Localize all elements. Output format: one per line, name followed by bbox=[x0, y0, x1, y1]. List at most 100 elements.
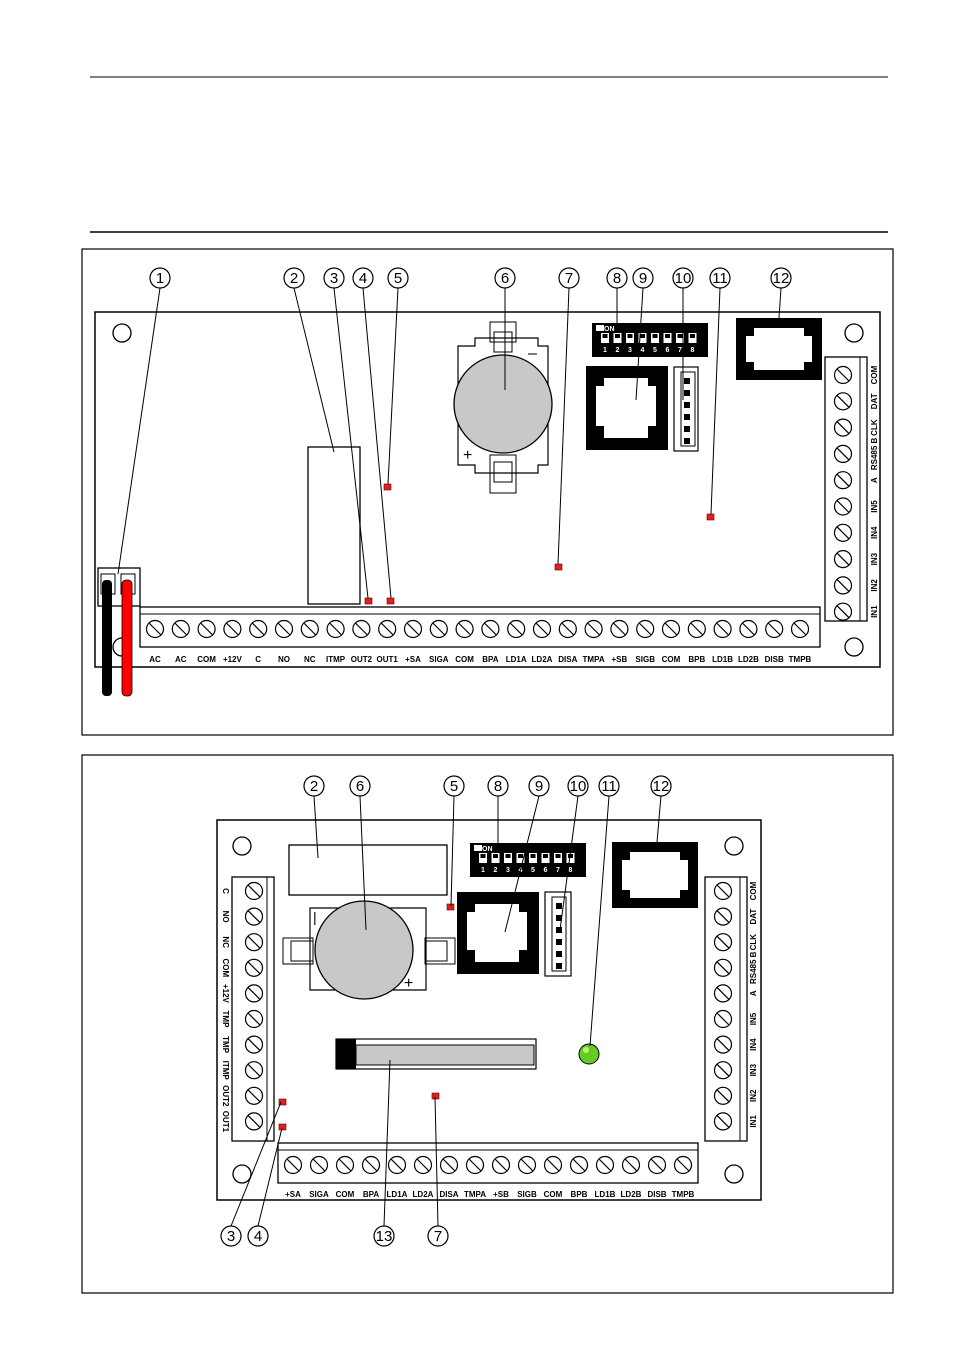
d2-callout-leader bbox=[589, 795, 610, 1047]
d1-terminal-screw bbox=[790, 619, 810, 639]
d1-callout-leader bbox=[387, 287, 399, 485]
header-pin bbox=[684, 414, 690, 420]
d1-terminal-screw-slot bbox=[483, 622, 497, 636]
d2-callout: 7 bbox=[427, 1096, 449, 1247]
d2-right-terminal-block bbox=[704, 876, 748, 1142]
d1-terminal-screw bbox=[378, 619, 397, 639]
d2-callout-number: 6 bbox=[356, 778, 364, 795]
d1-wire-red bbox=[121, 579, 133, 697]
d1-terminal-screw-slot bbox=[793, 622, 807, 636]
d1-terminal-screw-slot bbox=[509, 622, 523, 636]
d2-terminal-screw bbox=[569, 1155, 589, 1175]
d1-terminal-screw bbox=[833, 497, 853, 516]
d2-terminal-label: A bbox=[749, 990, 758, 996]
d1-battery bbox=[453, 354, 553, 454]
d2-bottom-terminal-block bbox=[277, 1142, 699, 1184]
d2-terminal-label: IN2 bbox=[749, 1089, 758, 1102]
d1-terminal-screw-slot bbox=[836, 368, 850, 382]
d1-terminal-screw bbox=[833, 392, 853, 411]
d2-terminal-label: BPB bbox=[571, 1190, 588, 1199]
d1-callout-circle bbox=[632, 267, 654, 289]
d1-callout: 5 bbox=[387, 267, 409, 485]
d2-callout-circle bbox=[349, 775, 371, 797]
d1-terminal-screw-slot bbox=[638, 622, 652, 636]
d1-terminal-screw-slot bbox=[406, 622, 420, 636]
header-pin bbox=[556, 963, 562, 969]
d1-callout: 4 bbox=[352, 267, 392, 599]
d2-terminal-label: TMP bbox=[221, 1036, 230, 1054]
d1-terminal-label: CLK bbox=[870, 419, 879, 436]
d1-terminal-screw bbox=[145, 619, 165, 639]
d2-terminal-screw-slot bbox=[598, 1158, 612, 1172]
d2-terminal-screw-slot bbox=[312, 1158, 326, 1172]
d2-callout-circle bbox=[650, 775, 672, 797]
d1-callout-leader bbox=[710, 287, 721, 515]
d1-terminal-screw-slot bbox=[836, 447, 850, 461]
d1-terminal-label: AC bbox=[175, 655, 187, 664]
d2-terminal-label: IN1 bbox=[749, 1115, 758, 1128]
d2-terminal-screw-slot bbox=[286, 1158, 300, 1172]
dip-number: 8 bbox=[569, 867, 573, 874]
dip-lever bbox=[602, 334, 608, 338]
d2-left-terminal-block bbox=[231, 876, 275, 1142]
d2-terminal-screw-slot bbox=[247, 1012, 261, 1026]
dip-lever bbox=[677, 334, 683, 338]
d1-terminal-label: DAT bbox=[870, 393, 879, 409]
d1-callout: 12 bbox=[770, 267, 792, 319]
d1-terminal-screw-slot bbox=[277, 622, 291, 636]
d2-callout-circle bbox=[443, 775, 465, 797]
d2-terminal-label: LD2B bbox=[621, 1190, 642, 1199]
d1-callout-circle bbox=[709, 267, 731, 289]
d1-terminal-label: NO bbox=[278, 655, 290, 664]
d1-terminal-screw bbox=[713, 619, 732, 639]
d2-terminal-screw-slot bbox=[247, 986, 261, 1000]
d2-callout-circle bbox=[220, 1225, 242, 1247]
d1-terminal-label: IN2 bbox=[870, 579, 879, 592]
d1-callout-number: 2 bbox=[290, 270, 298, 287]
d2-terminal-label: NC bbox=[221, 936, 230, 948]
d1-dip-on-label: ON bbox=[604, 326, 615, 333]
d1-terminal-screw bbox=[661, 619, 681, 639]
d2-callout-circle bbox=[598, 775, 620, 797]
dip-lever bbox=[665, 334, 670, 338]
d1-terminal-label: COM bbox=[870, 365, 879, 384]
d2-terminal-screw bbox=[713, 1112, 733, 1131]
d1-callout: 10 bbox=[672, 267, 694, 400]
dip-number: 8 bbox=[691, 347, 695, 354]
d1-terminal-screw-slot bbox=[741, 622, 755, 636]
d1-terminal-label: NC bbox=[304, 655, 316, 664]
d2-terminal-label: IN4 bbox=[749, 1038, 758, 1051]
d1-terminal-label: ITMP bbox=[326, 655, 346, 664]
d2-terminal-screw-slot bbox=[247, 961, 261, 975]
d1-terminal-screw bbox=[429, 619, 448, 639]
d2-callout-number: 7 bbox=[434, 1228, 442, 1245]
dip-lever bbox=[568, 854, 573, 858]
d2-terminal-label: LD1B bbox=[595, 1190, 616, 1199]
dip-lever bbox=[543, 854, 548, 858]
d2-terminal-screw-slot bbox=[247, 910, 261, 924]
d1-terminal-screw-slot bbox=[354, 622, 368, 636]
d2-terminal-screw bbox=[244, 1009, 264, 1029]
dip-number: 1 bbox=[603, 347, 607, 354]
dip-number: 6 bbox=[544, 867, 548, 874]
d1-callout: 6 bbox=[494, 267, 516, 390]
d1-terminal-label: +SB bbox=[612, 655, 628, 664]
d1-callout: 3 bbox=[323, 267, 369, 599]
d2-terminal-screw bbox=[439, 1155, 459, 1175]
dip-number: 5 bbox=[653, 347, 657, 354]
d1-terminal-screw-slot bbox=[767, 622, 781, 636]
dip-number: 1 bbox=[481, 867, 485, 874]
d2-callout-circle bbox=[427, 1225, 449, 1247]
d1-terminal-screw bbox=[636, 619, 655, 639]
d2-callout: 10 bbox=[559, 775, 589, 931]
d1-callout-circle bbox=[387, 267, 409, 289]
d2-terminal-screw-slot bbox=[247, 935, 261, 949]
d1-terminal-screw-slot bbox=[329, 622, 343, 636]
d1-terminal-screw-slot bbox=[251, 622, 265, 636]
d1-terminal-label: OUT1 bbox=[377, 655, 399, 664]
d2-mount-hole bbox=[232, 1164, 252, 1184]
d2-expansion-connector-13 bbox=[335, 1038, 537, 1070]
d2-terminal-screw-slot bbox=[546, 1158, 560, 1172]
d2-terminal-screw bbox=[713, 1035, 733, 1054]
